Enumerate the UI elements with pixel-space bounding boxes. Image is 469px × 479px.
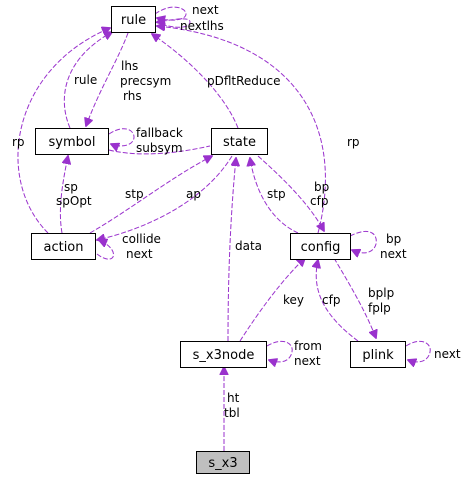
edge-action-rule: [17, 28, 110, 234]
label-fplp: fplp: [368, 301, 391, 315]
node-action-label: action: [43, 240, 83, 255]
label-action-collide: collide: [122, 232, 161, 246]
label-config-cfp-top: cfp: [310, 194, 328, 208]
node-symbol[interactable]: symbol: [35, 128, 109, 155]
node-rule[interactable]: rule: [111, 6, 156, 33]
node-s-x3-label: s_x3: [208, 456, 237, 471]
label-x3node-next: next: [294, 354, 321, 368]
edge-rule-nextlhs: [154, 19, 191, 28]
label-x3node-from: from: [294, 339, 322, 353]
edge-config-plink: [333, 257, 376, 338]
label-symbol-fallback: fallback: [136, 126, 183, 140]
node-s-x3node[interactable]: s_x3node: [180, 341, 267, 368]
label-rule-next: next: [192, 3, 219, 17]
edge-rule-symbol: [86, 32, 129, 126]
label-symbol-rule: rule: [74, 73, 97, 87]
edge-action-symbol: [59, 156, 68, 234]
label-plink-cfp: cfp: [322, 293, 340, 307]
label-action-stp: stp: [125, 187, 144, 201]
node-state-label: state: [223, 135, 256, 150]
node-config[interactable]: config: [290, 233, 351, 260]
edge-x3node-state: [227, 158, 236, 342]
label-action-ap: ap: [186, 187, 201, 201]
edge-x3node-config: [239, 258, 305, 342]
label-config-rp: rp: [347, 135, 360, 149]
node-state[interactable]: state: [211, 128, 268, 155]
label-pdfltreduce: pDfltReduce: [207, 74, 281, 88]
edge-symbol-rule: [63, 32, 112, 129]
edge-config-state: [250, 158, 299, 234]
label-key: key: [283, 293, 304, 307]
edge-action-state: [89, 156, 212, 234]
label-action-spopt: spOpt: [56, 194, 92, 208]
node-plink-label: plink: [362, 348, 394, 363]
label-config-bp: bp: [386, 232, 401, 246]
label-rule-precsym: precsym: [120, 74, 171, 88]
edge-state-rule: [152, 34, 239, 129]
label-config-stp: stp: [267, 187, 286, 201]
label-symbol-subsym: subsym: [136, 141, 183, 155]
label-action-sp: sp: [64, 180, 78, 194]
node-plink[interactable]: plink: [350, 341, 406, 368]
edge-config-rule: [157, 26, 326, 234]
label-action-next: next: [126, 247, 153, 261]
edge-plink-config: [316, 260, 359, 342]
label-action-rp: rp: [12, 135, 25, 149]
label-data: data: [235, 239, 262, 253]
label-config-bp-top: bp: [314, 180, 329, 194]
node-symbol-label: symbol: [49, 135, 96, 150]
edge-action-self: [96, 240, 115, 260]
node-s-x3node-label: s_x3node: [193, 348, 255, 363]
node-s-x3[interactable]: s_x3: [196, 451, 250, 474]
label-rule-lhs: lhs: [121, 59, 138, 73]
edge-rule-next: [154, 6, 187, 20]
label-ht: ht: [227, 391, 240, 405]
node-rule-label: rule: [121, 13, 146, 28]
label-config-next: next: [380, 247, 407, 261]
edge-config-self: [349, 231, 377, 252]
node-config-label: config: [301, 240, 341, 255]
node-action[interactable]: action: [31, 233, 96, 260]
label-plink-next: next: [434, 347, 461, 361]
label-rule-nextlhs: nextlhs: [180, 19, 224, 33]
edge-plink-self: [405, 340, 431, 362]
label-tbl: tbl: [224, 406, 240, 420]
label-bplp: bplp: [368, 286, 394, 300]
edge-state-action: [97, 155, 233, 240]
edge-x3node-self: [266, 340, 293, 362]
edge-state-config: [257, 155, 324, 231]
edge-symbol-fallback: [108, 128, 135, 146]
label-rule-rhs: rhs: [123, 89, 142, 103]
